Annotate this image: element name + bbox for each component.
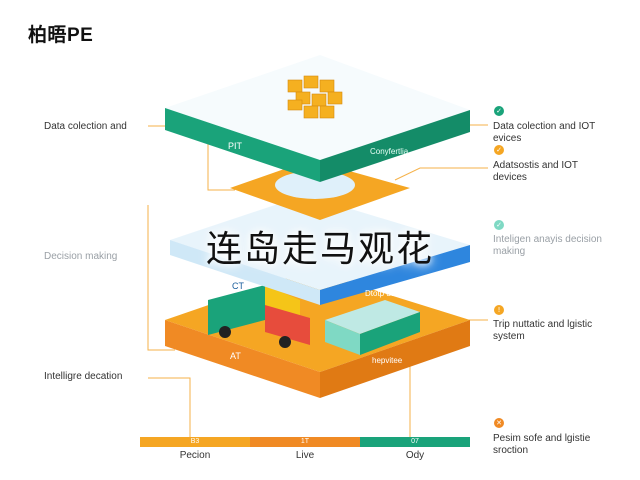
left-label-middle: Decision making <box>44 251 118 262</box>
middle-layer <box>170 195 470 305</box>
left-connectors <box>147 125 235 438</box>
bar-number-1: B3 <box>190 438 200 445</box>
bottom-layer-right-label: hepvitee <box>372 356 403 365</box>
overlay-title: 连岛走马观花 <box>205 229 434 270</box>
orange-connector <box>230 160 410 220</box>
connector-mid-left <box>147 205 175 351</box>
bottom-layer <box>165 270 470 398</box>
left-label-bottom: Intelligre decation <box>44 371 123 382</box>
bar-label-3: Ody <box>405 450 425 461</box>
middle-layer-right <box>320 245 470 305</box>
blue-layer-left-label: CT <box>232 281 244 291</box>
status-dot-3: ✓ <box>494 220 504 230</box>
middle-layer-top <box>170 195 470 290</box>
top-layer-left-label: PIT <box>228 141 243 151</box>
blue-layer-right-label: Dtotp ductlonf <box>365 289 415 298</box>
bar-number-3: 07 <box>411 438 419 445</box>
right-label-3: Inteligen anayis decision making <box>493 234 602 257</box>
top-layer-right-label: Conyfertlia <box>370 147 409 156</box>
connector-r2 <box>394 167 488 181</box>
right-label-2: Adatsostis and IOT devices <box>493 160 578 183</box>
gold-stack-icon <box>287 75 343 119</box>
bar-segment-3 <box>360 437 470 447</box>
right-label-1: Data colection and IOT evices <box>493 121 596 144</box>
bar-label-1: Pecion <box>179 450 211 461</box>
middle-layer-left <box>170 240 320 305</box>
bar-segment-1 <box>140 437 250 447</box>
status-dot-2: ✓ <box>494 145 504 155</box>
right-label-4: Trip nuttatic and lgistic system <box>493 319 593 342</box>
bar-label-2: Live <box>295 450 315 461</box>
bottom-layer-left-label: AT <box>230 351 241 361</box>
bar-segment-2 <box>250 437 360 447</box>
right-label-5: Pesim sofe and lgistie sroction <box>493 433 591 456</box>
right-connectors <box>394 124 488 440</box>
brand-logo: 柏晤PE <box>28 25 94 46</box>
connector-bottom-left <box>148 377 191 438</box>
top-layer <box>165 55 470 182</box>
status-dot-4: ! <box>494 305 504 315</box>
bottom-layer-left <box>165 320 320 398</box>
bar-number-2: 1T <box>300 438 310 445</box>
status-dot-1: ✓ <box>494 106 504 116</box>
status-dot-5: ✕ <box>494 418 504 428</box>
warehouse-icon <box>325 300 420 355</box>
top-layer-left <box>165 108 320 182</box>
bottom-layer-right <box>320 320 470 398</box>
top-layer-right <box>320 110 470 182</box>
left-label-top: Data colection and <box>44 121 127 132</box>
truck-icon <box>208 285 310 348</box>
